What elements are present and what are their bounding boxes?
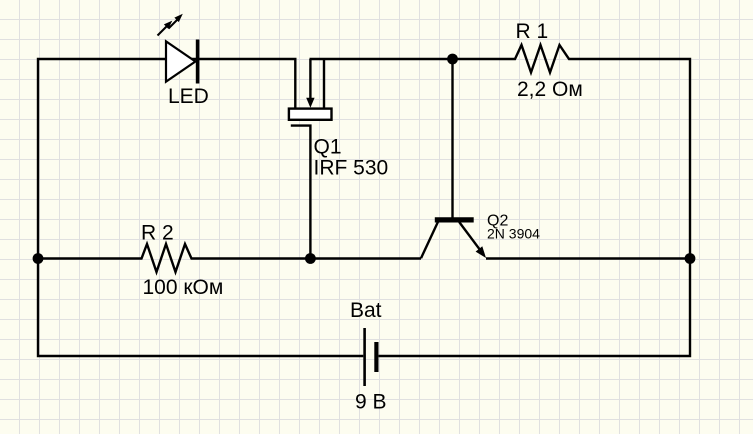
mosfet-q1-component[interactable]: Q1 IRF 530 — [287, 59, 389, 259]
battery-designator-label: Bat — [350, 299, 382, 322]
r2-designator-label: R 2 — [141, 222, 174, 245]
led-component[interactable]: LED — [156, 13, 209, 108]
junction-dot — [447, 53, 458, 65]
q1-gate-arrow-icon — [306, 97, 315, 108]
q2-base-lead — [419, 221, 439, 259]
resistor-r1-component[interactable]: R 1 2,2 Ом — [516, 20, 583, 101]
q2-emitter-arrow-icon — [475, 246, 486, 258]
q2-emitter-lead — [458, 221, 481, 250]
junction-dots — [32, 53, 696, 264]
battery-value-label: 9 В — [355, 391, 387, 414]
led-label: LED — [168, 85, 209, 108]
resistor-r2-component[interactable]: R 2 100 кОм — [141, 222, 223, 300]
r1-value-label: 2,2 Ом — [517, 78, 583, 101]
junction-dot — [32, 253, 44, 264]
wire-middle-with-r2[interactable] — [38, 240, 690, 276]
led-light-arrows-icon — [156, 13, 183, 37]
q2-part-label: 2N 3904 — [487, 226, 540, 242]
r1-designator-label: R 1 — [516, 20, 549, 43]
q1-source-lead — [290, 124, 312, 259]
junction-dot — [684, 253, 696, 264]
q1-plate-icon — [287, 107, 333, 121]
junction-dot — [305, 253, 316, 264]
q1-designator-label: Q1 — [314, 136, 342, 159]
transistor-q2-component[interactable]: Q2 2N 3904 — [419, 59, 540, 259]
battery-component[interactable]: Bat 9 В — [350, 299, 387, 414]
r2-value-label: 100 кОм — [143, 276, 224, 299]
led-triangle-icon — [164, 39, 198, 84]
q1-part-label: IRF 530 — [314, 157, 389, 180]
wire-right-loop-with-r1[interactable] — [309, 41, 692, 358]
q2-designator-label: Q2 — [487, 213, 508, 230]
